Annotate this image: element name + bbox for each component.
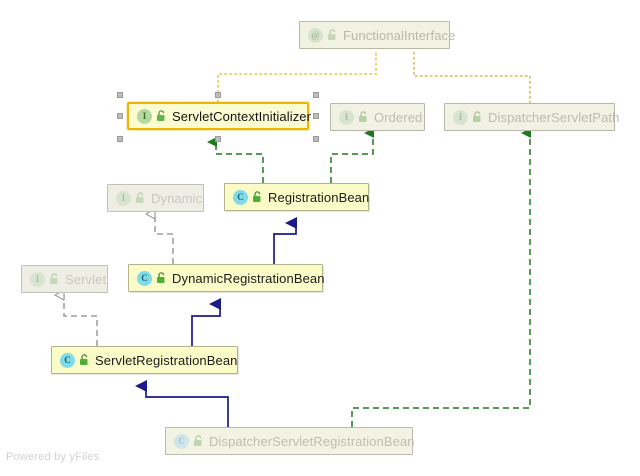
public-lock-icon	[135, 191, 146, 205]
selection-handle-ne[interactable]	[313, 92, 319, 98]
edge-realization-registrationbean-sci	[207, 137, 264, 183]
node-registration-bean[interactable]: C RegistrationBean	[224, 183, 369, 211]
node-label: Dynamic	[151, 190, 203, 206]
selection-handle-w[interactable]	[117, 113, 123, 119]
public-lock-icon	[79, 353, 90, 367]
public-lock-icon	[156, 109, 167, 123]
selection-handle-sw[interactable]	[117, 136, 123, 142]
node-dynamic[interactable]: I Dynamic	[107, 184, 204, 212]
edge-implements-drb-dynamic	[155, 214, 174, 264]
interface-icon: I	[339, 109, 354, 125]
node-functional-interface[interactable]: @ FunctionalInterface	[299, 21, 455, 49]
node-dynamic-registration-bean[interactable]: C DynamicRegistrationBean	[128, 264, 325, 292]
selection-handle-n[interactable]	[215, 92, 221, 98]
node-label: DispatcherServletPath	[488, 109, 620, 125]
public-lock-icon	[327, 28, 338, 42]
node-label: DispatcherServletRegistrationBean	[209, 433, 415, 449]
node-label: DynamicRegistrationBean	[172, 270, 325, 286]
yfiles-watermark: Powered by yFiles	[6, 451, 100, 463]
node-dispatcher-servlet-registration-bean[interactable]: C DispatcherServletRegistrationBean	[165, 427, 415, 455]
edge-implements-srb-servlet	[64, 295, 98, 346]
selection-handle-s[interactable]	[215, 136, 221, 142]
public-lock-icon	[193, 434, 204, 448]
edge-inheritance-dsrb-srb	[135, 380, 229, 427]
node-label: Ordered	[374, 109, 423, 125]
selection-handle-nw[interactable]	[117, 92, 123, 98]
node-ordered[interactable]: I Ordered	[330, 103, 425, 131]
interface-icon: I	[137, 108, 152, 124]
edge-annotation-sci-functionalinterface	[217, 49, 377, 103]
class-icon: C	[233, 189, 248, 205]
interface-icon: I	[30, 271, 45, 287]
node-servlet-context-initializer[interactable]: I ServletContextInitializer	[127, 102, 312, 130]
selection-handle-se[interactable]	[313, 136, 319, 142]
node-dispatcher-servlet-path[interactable]: I DispatcherServletPath	[444, 103, 619, 131]
node-servlet[interactable]: I Servlet	[21, 265, 108, 293]
edge-realization-dsrb-dispatcherservletpath	[351, 128, 531, 427]
public-lock-icon	[358, 110, 369, 124]
class-icon: C	[174, 433, 189, 449]
edge-inheritance-drb-registrationbean	[273, 217, 297, 264]
interface-icon: I	[453, 109, 468, 125]
node-label: Servlet	[65, 271, 107, 287]
public-lock-icon	[49, 272, 60, 286]
annotation-icon: @	[308, 27, 323, 43]
node-label: ServletRegistrationBean	[95, 352, 238, 368]
node-servlet-registration-bean[interactable]: C ServletRegistrationBean	[51, 346, 238, 374]
edge-annotation-dsp-functionalinterface	[413, 49, 531, 104]
node-label: RegistrationBean	[268, 189, 370, 205]
edge-realization-registrationbean-ordered	[330, 128, 374, 183]
node-label: FunctionalInterface	[343, 27, 456, 43]
public-lock-icon	[156, 271, 167, 285]
class-icon: C	[137, 270, 152, 286]
class-icon: C	[60, 352, 75, 368]
public-lock-icon	[472, 110, 483, 124]
interface-icon: I	[116, 190, 131, 206]
public-lock-icon	[252, 190, 263, 204]
selection-handle-e[interactable]	[313, 113, 319, 119]
node-label: ServletContextInitializer	[172, 108, 312, 124]
edge-inheritance-srb-drb	[191, 298, 221, 346]
